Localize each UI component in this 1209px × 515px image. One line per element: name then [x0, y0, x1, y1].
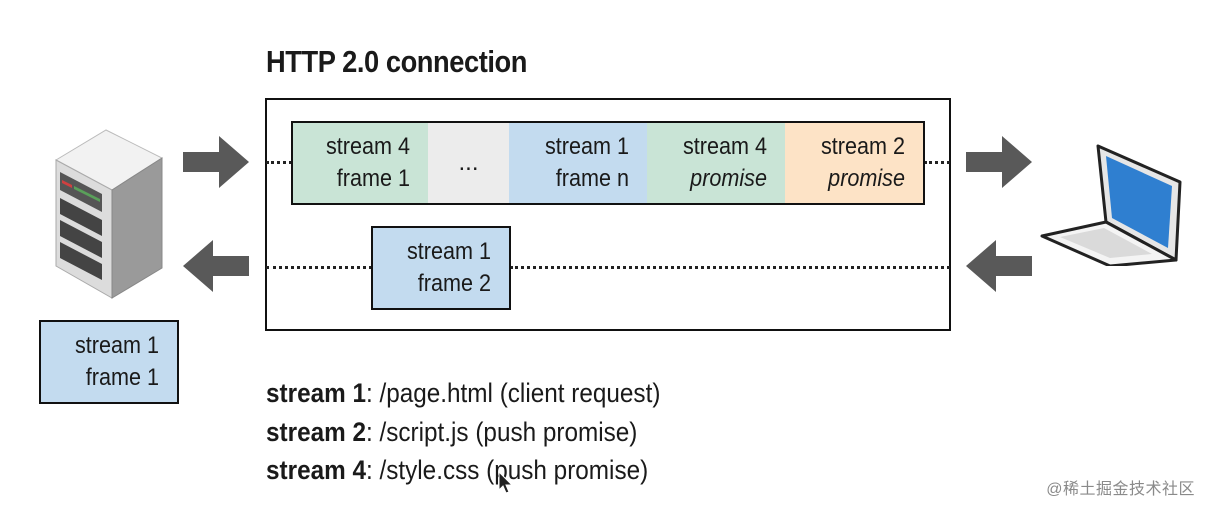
legend-stream2: stream 2: /script.js (push promise) — [266, 417, 638, 447]
legend-stream1: stream 1: /page.html (client request) — [266, 378, 661, 408]
inbound-dotted-line — [266, 266, 372, 269]
laptop-icon — [1040, 144, 1182, 266]
arrow-right-icon — [966, 136, 1032, 188]
diagram-title: HTTP 2.0 connection — [266, 44, 527, 79]
outbound-dotted-line — [266, 161, 292, 164]
arrow-left-icon — [183, 240, 249, 292]
server-icon — [54, 129, 164, 299]
inbound-dotted-line — [510, 266, 950, 269]
watermark: @稀土掘金技术社区 — [1046, 481, 1195, 498]
connection-box — [265, 98, 951, 331]
frame-ellipsis: ... — [428, 121, 511, 205]
cursor-icon — [498, 471, 514, 494]
arrow-right-icon — [183, 136, 249, 188]
arrow-left-icon — [966, 240, 1032, 292]
outbound-dotted-line — [924, 161, 950, 164]
legend-stream4: stream 4: /style.css (push promise) — [266, 455, 649, 485]
